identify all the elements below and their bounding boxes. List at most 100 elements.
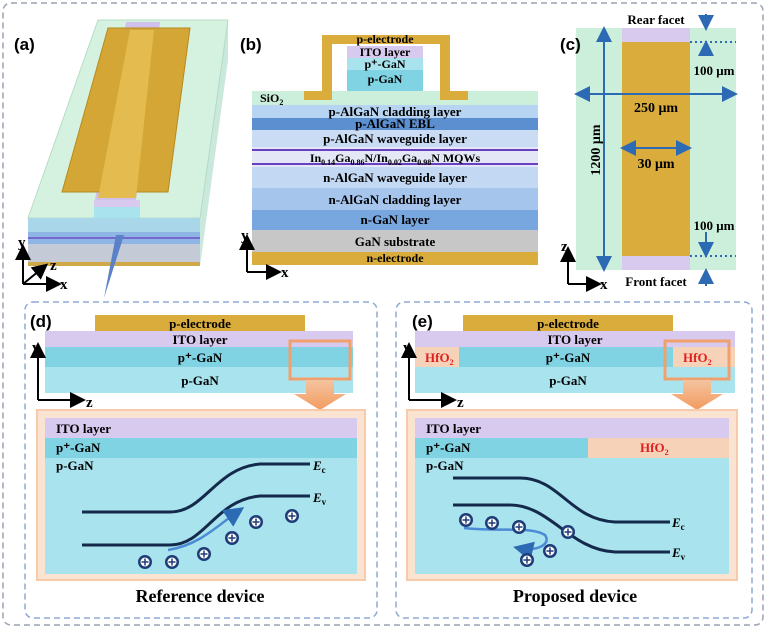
label-n-gan: n-GaN layer: [361, 212, 430, 227]
ridge-ppgan: [347, 58, 423, 70]
p-electrode-shape: [304, 35, 468, 100]
label-30um: 30 μm: [637, 157, 674, 172]
layer-substrate: [252, 230, 538, 252]
label-p-cladding: p-AlGaN cladding layer: [329, 104, 462, 119]
layer-n-cladding: [252, 188, 538, 210]
axis-y-a-label: y: [18, 235, 26, 251]
e-hfo-right: [673, 347, 735, 367]
front-ito: [622, 256, 690, 270]
e-caption: Proposed device: [513, 586, 637, 606]
hole: [249, 515, 263, 529]
e-zoom-ito: [415, 418, 729, 438]
e-zoom-label-ppgan: p⁺-GaN: [426, 440, 471, 455]
panel-d-label: (d): [30, 312, 52, 331]
e-ppgan: [415, 347, 735, 367]
axis-y-d-label: y: [32, 340, 40, 356]
hole: [543, 544, 557, 558]
hole: [459, 513, 473, 527]
d-ppgan: [45, 347, 353, 367]
laser-beam: [104, 235, 124, 298]
panel-e-label: (e): [412, 312, 433, 331]
label-substrate: GaN substrate: [355, 234, 436, 249]
panel-d: (d) p-electrode ITO layer p⁺-GaN p-GaN y…: [24, 301, 378, 619]
hole: [561, 525, 575, 539]
e-label-hfo-right: HfO2: [683, 350, 712, 367]
axis-x-a-label: x: [60, 277, 68, 293]
label-ebl: p-AlGaN EBL: [355, 116, 435, 131]
d-ev-label: Ev: [312, 490, 327, 507]
d-label-electrode: p-electrode: [169, 316, 231, 331]
layer-p-waveguide: [252, 130, 538, 147]
e-ec-label: Ec: [671, 515, 685, 532]
d-label-ppgan: p⁺-GaN: [178, 350, 223, 365]
panel-b: (b) p-electrode ITO layer p⁺-GaN p-GaN S…: [239, 32, 538, 281]
d-zoom-label-pgan: p-GaN: [56, 458, 94, 473]
d-zoom-ito: [45, 418, 357, 438]
e-electrode: [463, 315, 673, 331]
label-mqw: In0.14Ga0.86N/In0.02Ga0.98N MQWs: [310, 151, 481, 167]
d-label-pgan: p-GaN: [181, 373, 219, 388]
hole: [485, 516, 499, 530]
d-band-ev: [82, 494, 310, 547]
d-caption: Reference device: [135, 586, 264, 606]
axis-x-b-label: x: [281, 265, 289, 281]
label-pgan-b: p-GaN: [368, 72, 403, 86]
label-front-facet: Front facet: [625, 274, 687, 289]
axis-z-d-label: z: [86, 395, 93, 411]
layer-p-cladding: [252, 105, 538, 118]
axis-z-a-label: z: [50, 258, 57, 274]
d-label-ito: ITO layer: [172, 332, 227, 347]
rear-ito: [622, 28, 690, 42]
label-p-waveguide: p-AlGaN waveguide layer: [323, 131, 467, 146]
axis-z-c-label: z: [561, 239, 568, 255]
d-ito: [45, 331, 353, 347]
layer-mqw: [252, 147, 538, 167]
panel-b-label: (b): [240, 35, 262, 54]
e-ev-label: Ev: [671, 545, 686, 562]
e-band-ev: [453, 503, 670, 554]
e-zoom-label-pgan: p-GaN: [426, 458, 464, 473]
hole: [138, 555, 152, 569]
label-rear-facet: Rear facet: [627, 12, 685, 27]
label-ppgan-b: p⁺-GaN: [364, 57, 405, 71]
d-zoom-box: [288, 339, 352, 381]
panel-a-label: (a): [14, 35, 35, 54]
d-zoom-label-ito: ITO layer: [56, 421, 111, 436]
panel-a: (a) y z x: [14, 19, 229, 298]
panel-e-frame: [395, 301, 753, 619]
d-zoom-label-ppgan: p⁺-GaN: [56, 440, 101, 455]
electrode-ridge: [98, 30, 154, 198]
d-hole-path: [167, 507, 245, 552]
label-n-electrode: n-electrode: [366, 251, 424, 265]
d-zoom-ppgan: [45, 438, 357, 458]
chip-side: [200, 20, 228, 266]
chip-front-top: [28, 218, 200, 232]
e-zoom-arrow: [671, 380, 723, 410]
sio2-layer: [252, 91, 538, 105]
e-label-electrode: p-electrode: [537, 316, 599, 331]
panel-c: (c) Rear facet Front facet 100 μm 100 μm…: [560, 12, 738, 293]
e-zoom-label-ito: ITO layer: [426, 421, 481, 436]
axis-y-e-label: y: [403, 340, 411, 356]
d-electrode: [95, 315, 305, 331]
e-band-ec: [453, 476, 670, 524]
e-zoom-hfo: [588, 438, 729, 458]
hole: [225, 531, 239, 545]
panel-c-label: (c): [560, 35, 581, 54]
e-zoom-label-hfo: HfO2: [640, 440, 669, 457]
d-holes: [138, 509, 299, 569]
label-100um-bottom: 100 μm: [694, 218, 735, 233]
e-label-ppgan: p⁺-GaN: [546, 350, 591, 365]
label-n-cladding: n-AlGaN cladding layer: [329, 192, 462, 207]
d-band-ec: [82, 462, 310, 514]
ridge-pgan: [347, 70, 423, 91]
layer-n-waveguide: [252, 167, 538, 188]
label-1200um: 1200 μm: [589, 124, 604, 175]
e-label-pgan: p-GaN: [549, 373, 587, 388]
label-n-waveguide: n-AlGaN waveguide layer: [323, 170, 467, 185]
layer-n-electrode: [252, 252, 538, 265]
label-p-electrode: p-electrode: [356, 32, 414, 46]
hole: [197, 547, 211, 561]
